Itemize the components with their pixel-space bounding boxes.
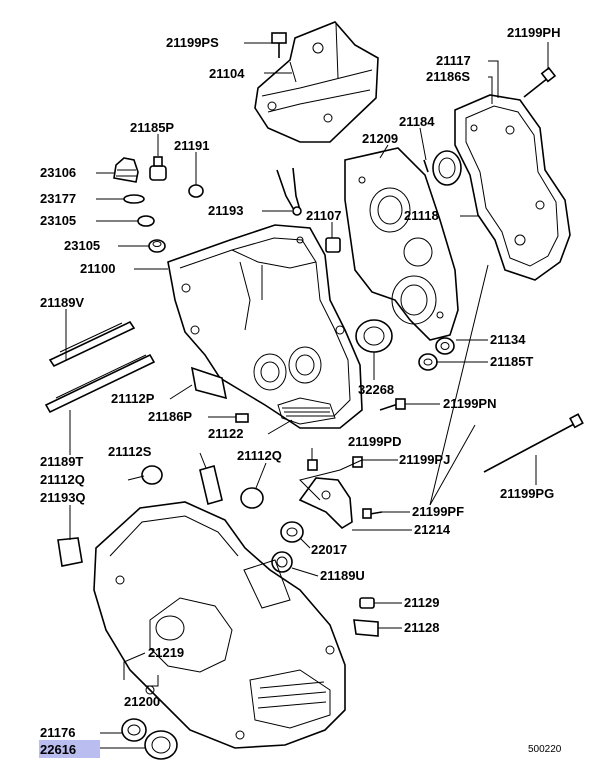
- label-21176[interactable]: 21176: [40, 725, 75, 740]
- label-21219[interactable]: 21219: [148, 645, 184, 660]
- label-23105-a[interactable]: 23105: [40, 213, 76, 228]
- label-21185p[interactable]: 21185P: [130, 120, 174, 135]
- label-21209[interactable]: 21209: [362, 131, 398, 146]
- fork-21193: [276, 167, 302, 216]
- label-21199pn[interactable]: 21199PN: [443, 396, 497, 411]
- label-22616[interactable]: 22616: [40, 742, 76, 757]
- label-21112p[interactable]: 21112P: [111, 391, 155, 406]
- plug-21112q-b: [141, 465, 163, 485]
- label-21129[interactable]: 21129: [404, 595, 439, 610]
- part-23177: [123, 194, 145, 204]
- label-21199pj[interactable]: 21199PJ: [399, 452, 450, 467]
- clip-21112s: [199, 465, 223, 505]
- label-22017[interactable]: 22017: [311, 542, 347, 557]
- label-21112q-a[interactable]: 21112Q: [237, 448, 282, 463]
- label-21118[interactable]: 21118: [404, 208, 439, 223]
- oil-seal-32268: [355, 319, 393, 353]
- label-23105-b[interactable]: 23105: [64, 238, 100, 253]
- bolt-21199pg: [483, 413, 584, 473]
- label-21191[interactable]: 21191: [174, 138, 209, 153]
- label-21134[interactable]: 21134: [490, 332, 526, 347]
- label-21186p[interactable]: 21186P: [148, 409, 192, 424]
- label-21189t[interactable]: 21189T: [40, 454, 83, 469]
- label-21107[interactable]: 21107: [306, 208, 341, 223]
- clutch-housing-21200: [93, 501, 346, 749]
- label-21214[interactable]: 21214: [414, 522, 451, 537]
- label-32268[interactable]: 32268: [358, 382, 394, 397]
- seal-21176: [121, 718, 147, 742]
- label-21200[interactable]: 21200: [124, 694, 160, 709]
- label-21117[interactable]: 21117: [436, 53, 471, 68]
- label-21189u[interactable]: 21189U: [320, 568, 365, 583]
- seal-21118: [423, 150, 462, 186]
- bolt-21199ps: [271, 32, 287, 58]
- label-21189v[interactable]: 21189V: [40, 295, 84, 310]
- leader-lines: [65, 42, 549, 749]
- label-21122[interactable]: 21122: [208, 426, 243, 441]
- part-21129: [359, 597, 375, 609]
- label-21193q[interactable]: 21193Q: [40, 490, 86, 505]
- label-21185t[interactable]: 21185T: [490, 354, 533, 369]
- pin-21186p: [235, 413, 249, 423]
- label-21199ph[interactable]: 21199PH: [507, 25, 561, 40]
- washer-21191: [188, 184, 204, 198]
- adapter-plate-21209: [344, 147, 459, 341]
- label-21199pf[interactable]: 21199PF: [412, 504, 464, 519]
- boot-23106: [113, 157, 139, 183]
- case-cover-21117: [454, 94, 571, 281]
- plate-21112p: [190, 366, 228, 400]
- mount-bracket-21104: [254, 21, 379, 143]
- plug-21107: [325, 237, 341, 253]
- bracket-plate-21214: [298, 477, 353, 530]
- bolt-21199pn: [379, 398, 406, 411]
- bracket-21128: [353, 619, 379, 637]
- seal-22017: [280, 521, 304, 543]
- bolt-21199pf: [362, 508, 383, 519]
- bracket-21189t: [44, 353, 156, 414]
- bolt-21199pd: [307, 459, 318, 471]
- part-21193q: [57, 537, 83, 567]
- bushing-23105-a: [137, 215, 155, 227]
- bolt-21199ph: [523, 66, 557, 98]
- label-21100[interactable]: 21100: [80, 261, 115, 276]
- label-21199ps[interactable]: 21199PS: [166, 35, 219, 50]
- label-21199pg[interactable]: 21199PG: [500, 486, 554, 501]
- bushing-23105-b: [148, 239, 166, 253]
- bracket-21189v: [48, 320, 136, 368]
- diagram-code: 500220: [528, 744, 562, 755]
- label-23106[interactable]: 23106: [40, 165, 76, 180]
- label-21112q-b[interactable]: 21112Q: [40, 472, 85, 487]
- label-23177[interactable]: 23177: [40, 191, 76, 206]
- label-21184[interactable]: 21184: [399, 114, 435, 129]
- seal-22616: [144, 730, 178, 760]
- label-21128[interactable]: 21128: [404, 620, 439, 635]
- highlighted-label-background: [39, 740, 100, 758]
- label-21112s[interactable]: 21112S: [108, 444, 152, 459]
- label-21193[interactable]: 21193: [208, 203, 243, 218]
- transaxle-case-21100: [167, 224, 363, 429]
- seal-21134: [435, 337, 455, 355]
- plug-21185t: [418, 353, 438, 371]
- label-21199pd[interactable]: 21199PD: [348, 434, 402, 449]
- label-21186s[interactable]: 21186S: [426, 69, 470, 84]
- seal-21189u: [271, 551, 293, 573]
- plug-21112q-a: [240, 487, 264, 509]
- label-21104[interactable]: 21104: [209, 66, 245, 81]
- breather-21185p: [149, 156, 167, 181]
